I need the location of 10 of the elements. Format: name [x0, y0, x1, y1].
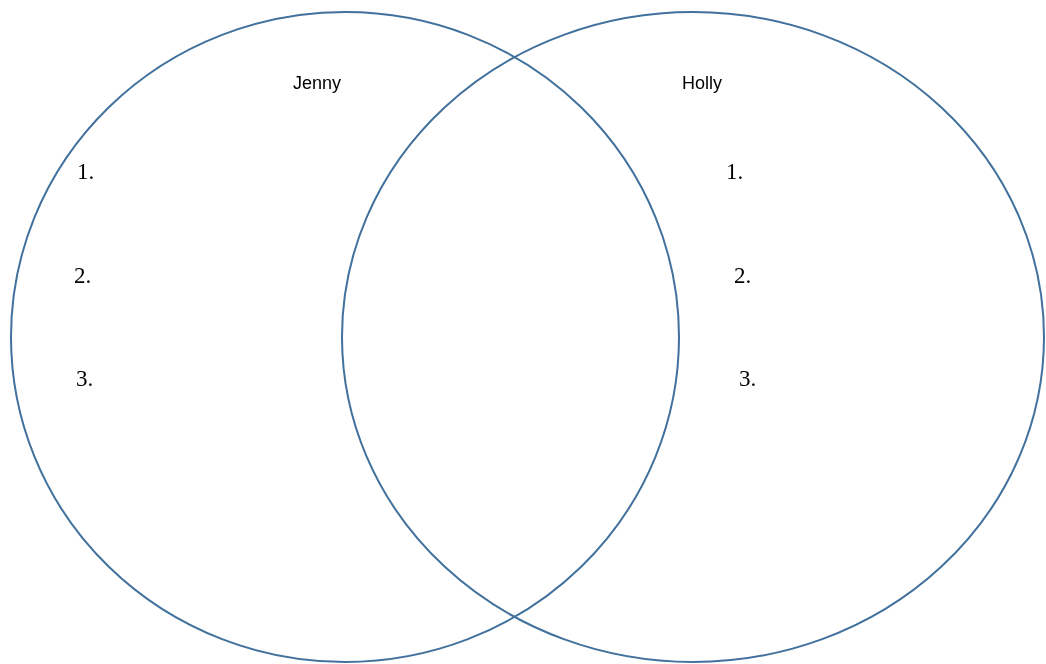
list-number: 3. — [739, 366, 757, 393]
list-number: 2. — [74, 263, 92, 290]
list-number: 1. — [77, 159, 95, 186]
list-number: 3. — [76, 366, 94, 393]
venn-circle — [10, 11, 680, 663]
circle-title: Jenny — [293, 73, 342, 94]
list-number: 2. — [734, 263, 752, 290]
circle-title: Holly — [682, 73, 722, 94]
venn-circle — [341, 11, 1045, 663]
list-number: 1. — [726, 159, 744, 186]
